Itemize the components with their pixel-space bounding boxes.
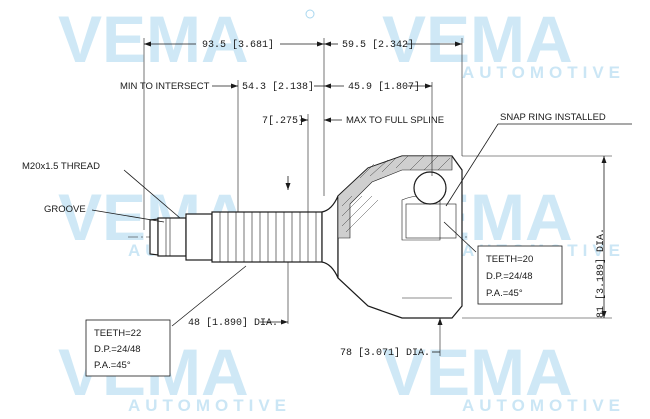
thread-end [149, 218, 159, 256]
dim-outer: 59.5 [2.342] [342, 39, 414, 51]
dim-max-spline: 7[.275] [262, 115, 304, 127]
right-teeth: TEETH=20 [486, 254, 533, 265]
shaft-neck [185, 213, 213, 261]
dimension-lines [143, 38, 612, 356]
left-spline-leader [171, 265, 247, 327]
ball-bearing [413, 171, 447, 205]
dim-bell-diameter: 81 [3.189] DIA. [595, 228, 607, 318]
label-groove: GROOVE [44, 204, 86, 215]
thread-section [157, 217, 187, 257]
left-pa: P.A.=45° [94, 360, 131, 371]
dim-spline-length: 45.9 [1.807] [348, 81, 420, 93]
label-snap-ring: SNAP RING INSTALLED [500, 112, 606, 123]
bell-neck [321, 195, 339, 279]
watermark-sub-bottom-left: AUTOMOTIVE [128, 396, 291, 415]
snap-ring-leader [445, 123, 499, 207]
watermark-logo-top-right: VEMA [382, 2, 573, 76]
registered-mark-icon [305, 9, 315, 19]
watermark-sub-top-right: AUTOMOTIVE [462, 63, 625, 82]
spline-box-left: TEETH=22 D.P.=24/48 P.A.=45° [85, 319, 171, 377]
cv-joint-part [149, 155, 463, 319]
inner-spline-bore [405, 203, 457, 239]
spline-box-right: TEETH=20 D.P.=24/48 P.A.=45° [477, 245, 563, 305]
watermark-logo-top-left: VEMA [58, 2, 249, 76]
thread-leader [123, 169, 181, 219]
dim-boot-diameter: 78 [3.071] DIA. [340, 347, 430, 359]
leader-lines [91, 123, 632, 327]
spline-teeth [219, 212, 317, 262]
watermark-sub-bottom-right: AUTOMOTIVE [462, 396, 625, 415]
label-thread: M20x1.5 THREAD [22, 161, 100, 172]
left-teeth: TEETH=22 [94, 328, 141, 339]
right-spline-leader [443, 221, 477, 253]
watermark-logo-bottom-right: VEMA [382, 335, 573, 409]
right-dp: D.P.=24/48 [486, 271, 533, 282]
dim-min-to-intersect: 54.3 [2.138] [242, 81, 314, 93]
spline-shaft [211, 211, 323, 263]
label-min-to-intersect: MIN TO INTERSECT [120, 81, 210, 92]
label-max-to-full-spline: MAX TO FULL SPLINE [346, 115, 444, 126]
bell-shell-section [337, 155, 453, 239]
dim-shaft-diameter: 48 [1.890] DIA. [188, 317, 278, 329]
right-pa: P.A.=45° [486, 288, 523, 299]
groove-leader [91, 209, 165, 223]
dim-overall: 93.5 [3.681] [202, 39, 274, 51]
section-hatching [341, 155, 451, 233]
left-dp: D.P.=24/48 [94, 344, 141, 355]
